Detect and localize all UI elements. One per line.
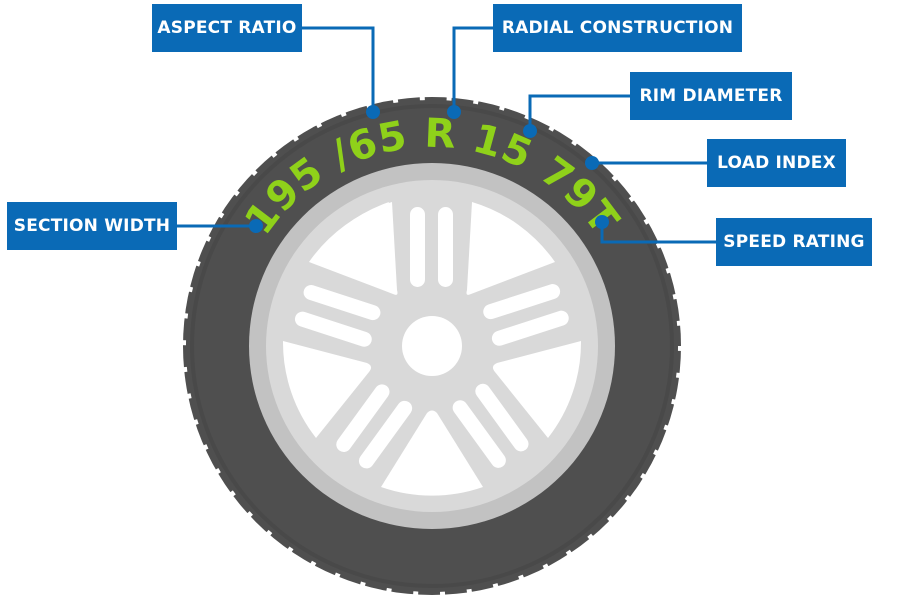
dot-load-index (585, 156, 599, 170)
label-section-width: SECTION WIDTH (7, 202, 177, 250)
dot-radial-construction (447, 105, 461, 119)
label-speed-rating: SPEED RATING (716, 218, 872, 266)
spoke-slots-bottom-right (452, 383, 529, 468)
dot-aspect-ratio (366, 105, 380, 119)
label-radial-construction: RADIAL CONSTRUCTION (493, 4, 742, 52)
wheel-hub (402, 316, 462, 376)
spoke-slots-left (294, 285, 381, 347)
spoke-slots-bottom-left (336, 384, 413, 469)
wheel-spokes (282, 202, 582, 496)
dot-speed-rating (595, 215, 609, 229)
spoke-slots-right (483, 284, 569, 346)
connector-dots (249, 105, 609, 233)
connector-rim-diameter (528, 94, 630, 131)
spoke-slots-top (410, 207, 453, 287)
connector-aspect-ratio (302, 26, 375, 112)
label-load-index: LOAD INDEX (707, 139, 846, 187)
dot-rim-diameter (523, 124, 537, 138)
connector-radial-construction (452, 26, 493, 112)
connectors (177, 26, 716, 244)
label-aspect-ratio: ASPECT RATIO (152, 4, 302, 52)
dot-section-width (249, 219, 263, 233)
label-rim-diameter: RIM DIAMETER (630, 72, 792, 120)
